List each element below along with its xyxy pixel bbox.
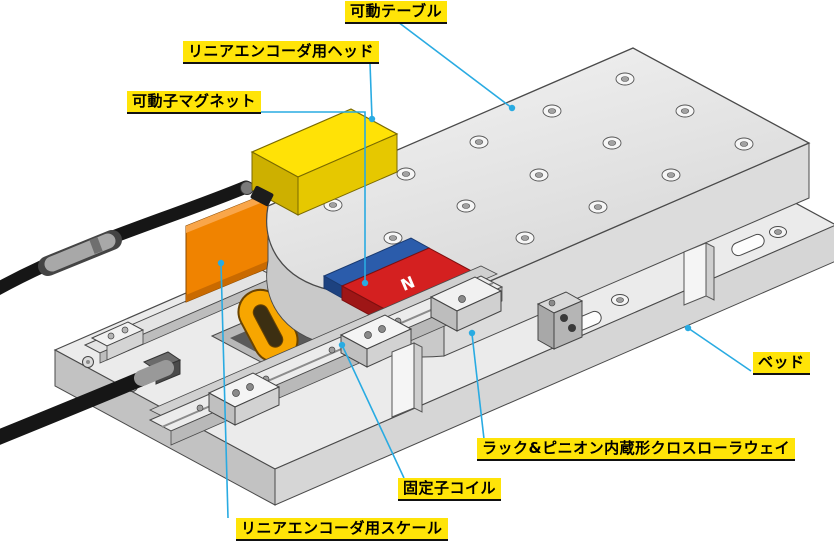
label-bed: ベッド bbox=[753, 352, 810, 375]
leader-encoder-head bbox=[369, 62, 373, 120]
label-cross-roller-way: ラック&ピニオン内蔵形クロスローラウェイ bbox=[477, 438, 796, 461]
leader-bed bbox=[687, 327, 752, 372]
encoder-cable bbox=[0, 180, 253, 296]
leader-movable-table bbox=[397, 21, 513, 109]
label-mover-magnet: 可動子マグネット bbox=[127, 91, 262, 114]
linear-encoder-head bbox=[240, 108, 399, 216]
linear-encoder-scale bbox=[185, 192, 269, 303]
head-connector bbox=[250, 185, 274, 207]
label-encoder-head: リニアエンコーダ用ヘッド bbox=[183, 41, 380, 64]
label-movable-table: 可動テーブル bbox=[345, 1, 448, 24]
leader-dots bbox=[217, 104, 692, 349]
label-encoder-scale: リニアエンコーダ用スケール bbox=[236, 518, 448, 541]
cable-clamp-block bbox=[536, 291, 584, 350]
label-stator-coil: 固定子コイル bbox=[398, 478, 502, 501]
leader-stator-coil bbox=[341, 344, 405, 479]
leader-encoder-scale bbox=[220, 263, 229, 519]
leader-mover-magnet bbox=[255, 111, 366, 282]
right-stopper-bracket bbox=[683, 242, 715, 306]
rail-end-block bbox=[429, 276, 503, 332]
rail-carriage-block-1 bbox=[207, 372, 281, 426]
motor-cable bbox=[0, 351, 182, 445]
front-stopper-bracket bbox=[391, 342, 423, 418]
leader-lines bbox=[220, 21, 752, 519]
leader-cross-roller-way bbox=[471, 333, 485, 440]
